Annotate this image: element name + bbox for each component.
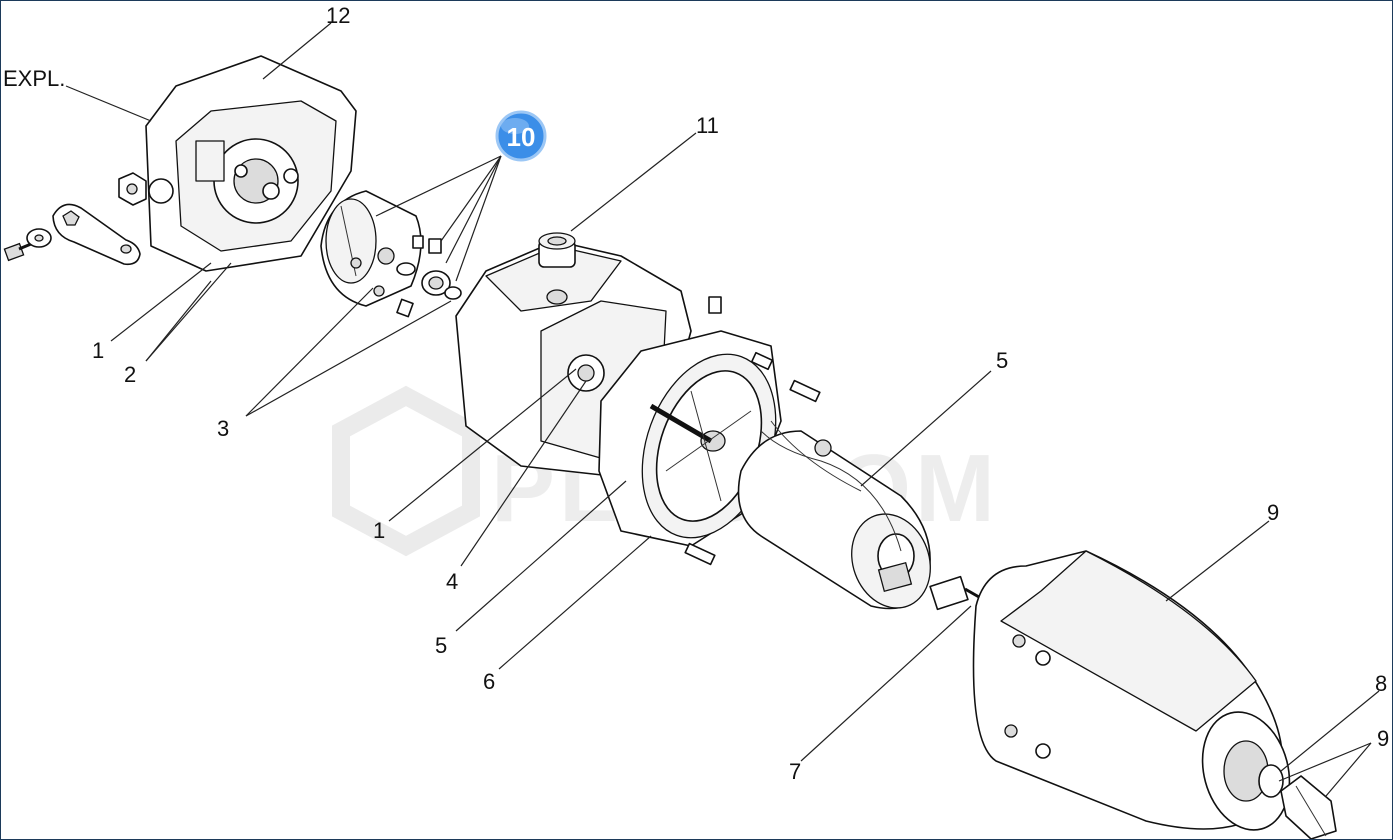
leader-lines <box>65 22 1380 797</box>
label-1-top[interactable]: 1 <box>92 338 104 363</box>
label-11[interactable]: 11 <box>696 113 719 138</box>
electric-motor <box>737 420 931 610</box>
highlight-badge-10[interactable]: 10 <box>495 110 547 162</box>
part-labels: 12 EXPL. 11 1 2 3 1 4 5 5 6 7 8 9 9 <box>3 3 1389 784</box>
label-6[interactable]: 6 <box>483 669 495 694</box>
solenoid-cartridge <box>320 190 462 318</box>
label-2[interactable]: 2 <box>124 362 136 387</box>
valve-housing <box>118 55 357 272</box>
label-8[interactable]: 8 <box>1375 671 1387 696</box>
badge-text: 10 <box>507 122 536 152</box>
label-4[interactable]: 4 <box>446 569 458 594</box>
label-1-bottom[interactable]: 1 <box>373 518 385 543</box>
label-5-flange[interactable]: 5 <box>435 633 447 658</box>
label-12[interactable]: 12 <box>326 3 350 28</box>
label-9-cover[interactable]: 9 <box>1267 500 1279 525</box>
label-9-gland[interactable]: 9 <box>1377 726 1389 751</box>
label-5-motor[interactable]: 5 <box>996 348 1008 373</box>
end-cover <box>972 550 1337 839</box>
label-3[interactable]: 3 <box>217 416 229 441</box>
label-expl[interactable]: EXPL. <box>3 66 65 91</box>
label-7[interactable]: 7 <box>789 759 801 784</box>
screw-washer-tab <box>3 203 141 266</box>
